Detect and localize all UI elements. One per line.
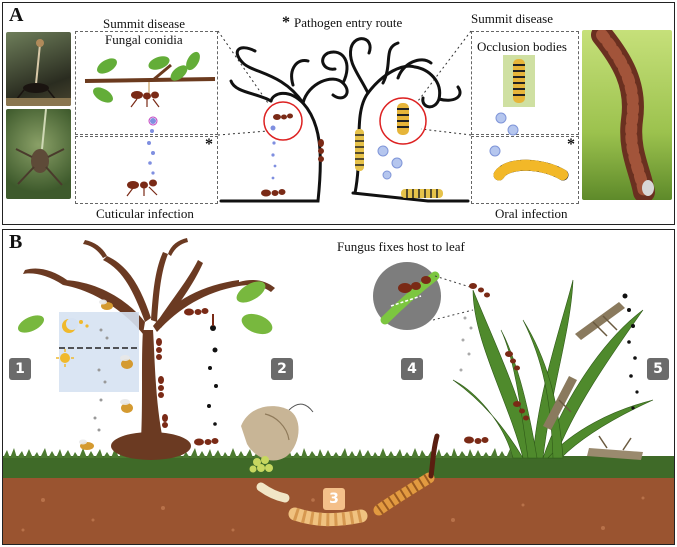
spore-dots bbox=[622, 293, 639, 410]
ant-icon bbox=[318, 139, 324, 162]
virus-caterpillar-photo bbox=[582, 30, 672, 200]
soil-specks bbox=[21, 496, 645, 532]
star-icon bbox=[79, 320, 89, 328]
panel-a-label: A bbox=[9, 4, 24, 26]
panel-b: B Fungus fixes host to leaf bbox=[2, 229, 675, 545]
spore-dots bbox=[207, 325, 218, 426]
fungus-fixes-host-caption: Fungus fixes host to leaf bbox=[337, 239, 465, 254]
tree-outline bbox=[219, 37, 470, 203]
caterpillar-icon bbox=[401, 189, 443, 198]
fungal-conidia-box bbox=[75, 31, 218, 135]
egg-cluster bbox=[249, 456, 273, 473]
fly-icon bbox=[79, 439, 94, 450]
leaf-icon bbox=[93, 51, 200, 103]
grasshopper-icon bbox=[575, 302, 625, 340]
occlusion-bodies-label: Occlusion bodies bbox=[477, 39, 567, 54]
fly-icon bbox=[120, 355, 133, 369]
pathogen-entry-route-label: Pathogen entry route bbox=[294, 15, 403, 30]
ant-icon bbox=[156, 308, 219, 446]
fly-icon bbox=[120, 399, 133, 413]
highlight-circle-left bbox=[263, 101, 303, 141]
step-5-box: 5 bbox=[647, 358, 669, 380]
step-1-box: 1 bbox=[9, 358, 31, 380]
occlusion-bodies-box bbox=[471, 31, 579, 135]
soil-mound bbox=[111, 432, 191, 460]
grasshopper-icon bbox=[587, 435, 643, 460]
soil-layer bbox=[3, 476, 674, 544]
highlight-circle-right bbox=[379, 97, 427, 145]
right-entry-star: * bbox=[567, 136, 575, 153]
oral-infection-label: Oral infection bbox=[495, 206, 568, 221]
ant-icon bbox=[261, 189, 286, 197]
grasshopper-icon bbox=[543, 376, 577, 430]
caterpillar-icon bbox=[355, 129, 364, 171]
leaf-icon bbox=[17, 281, 273, 335]
virus-caterpillar-art bbox=[591, 30, 655, 200]
left-summit-title: Summit disease bbox=[103, 16, 185, 31]
panel-a: A Summit disease Fungal conidia Cuticula… bbox=[2, 2, 675, 225]
cuticular-infection-box bbox=[75, 136, 218, 204]
caterpillar-icon bbox=[256, 433, 440, 527]
branch-icon bbox=[84, 77, 216, 83]
step-2-box: 2 bbox=[271, 358, 293, 380]
ant-icon bbox=[273, 113, 293, 120]
caterpillar-icon bbox=[397, 103, 409, 135]
fungal-ant-closeup-art bbox=[15, 109, 65, 186]
ant-icon bbox=[126, 179, 158, 197]
panel-b-label: B bbox=[9, 231, 23, 253]
moon-icon bbox=[62, 318, 78, 333]
panel-b-illustration bbox=[3, 238, 674, 544]
cordyceps-ant-photo bbox=[6, 32, 71, 106]
spore-dots bbox=[147, 118, 156, 175]
virus-icon bbox=[489, 112, 519, 157]
ant-icon bbox=[130, 91, 160, 108]
oral-infection-box bbox=[471, 136, 579, 204]
moth-icon bbox=[241, 403, 314, 461]
panel-a-illustration bbox=[84, 30, 569, 203]
caterpillar-icon bbox=[513, 59, 525, 103]
ant-icon bbox=[398, 276, 431, 293]
fungal-conidia-label: Fungal conidia bbox=[105, 32, 183, 47]
sun-icon bbox=[56, 349, 74, 367]
cuticular-infection-label: Cuticular infection bbox=[96, 206, 194, 221]
tree-icon bbox=[23, 238, 275, 440]
step-4-box: 4 bbox=[401, 358, 423, 380]
spore-dots bbox=[459, 316, 473, 372]
grass-band bbox=[3, 456, 674, 478]
fly-icon bbox=[99, 299, 113, 310]
step-3-box: 3 bbox=[323, 488, 345, 510]
cordyceps-ant-photo-art bbox=[6, 39, 71, 106]
grass-blades bbox=[452, 279, 654, 459]
spore-dots bbox=[93, 328, 109, 432]
entry-route-star: * bbox=[282, 14, 290, 31]
left-entry-star: * bbox=[205, 136, 213, 153]
virus-icon bbox=[377, 145, 403, 180]
fungal-ant-closeup-photo bbox=[6, 109, 71, 199]
caterpillar-icon bbox=[493, 159, 569, 181]
ant-icon bbox=[464, 283, 529, 444]
right-summit-title: Summit disease bbox=[471, 11, 553, 26]
